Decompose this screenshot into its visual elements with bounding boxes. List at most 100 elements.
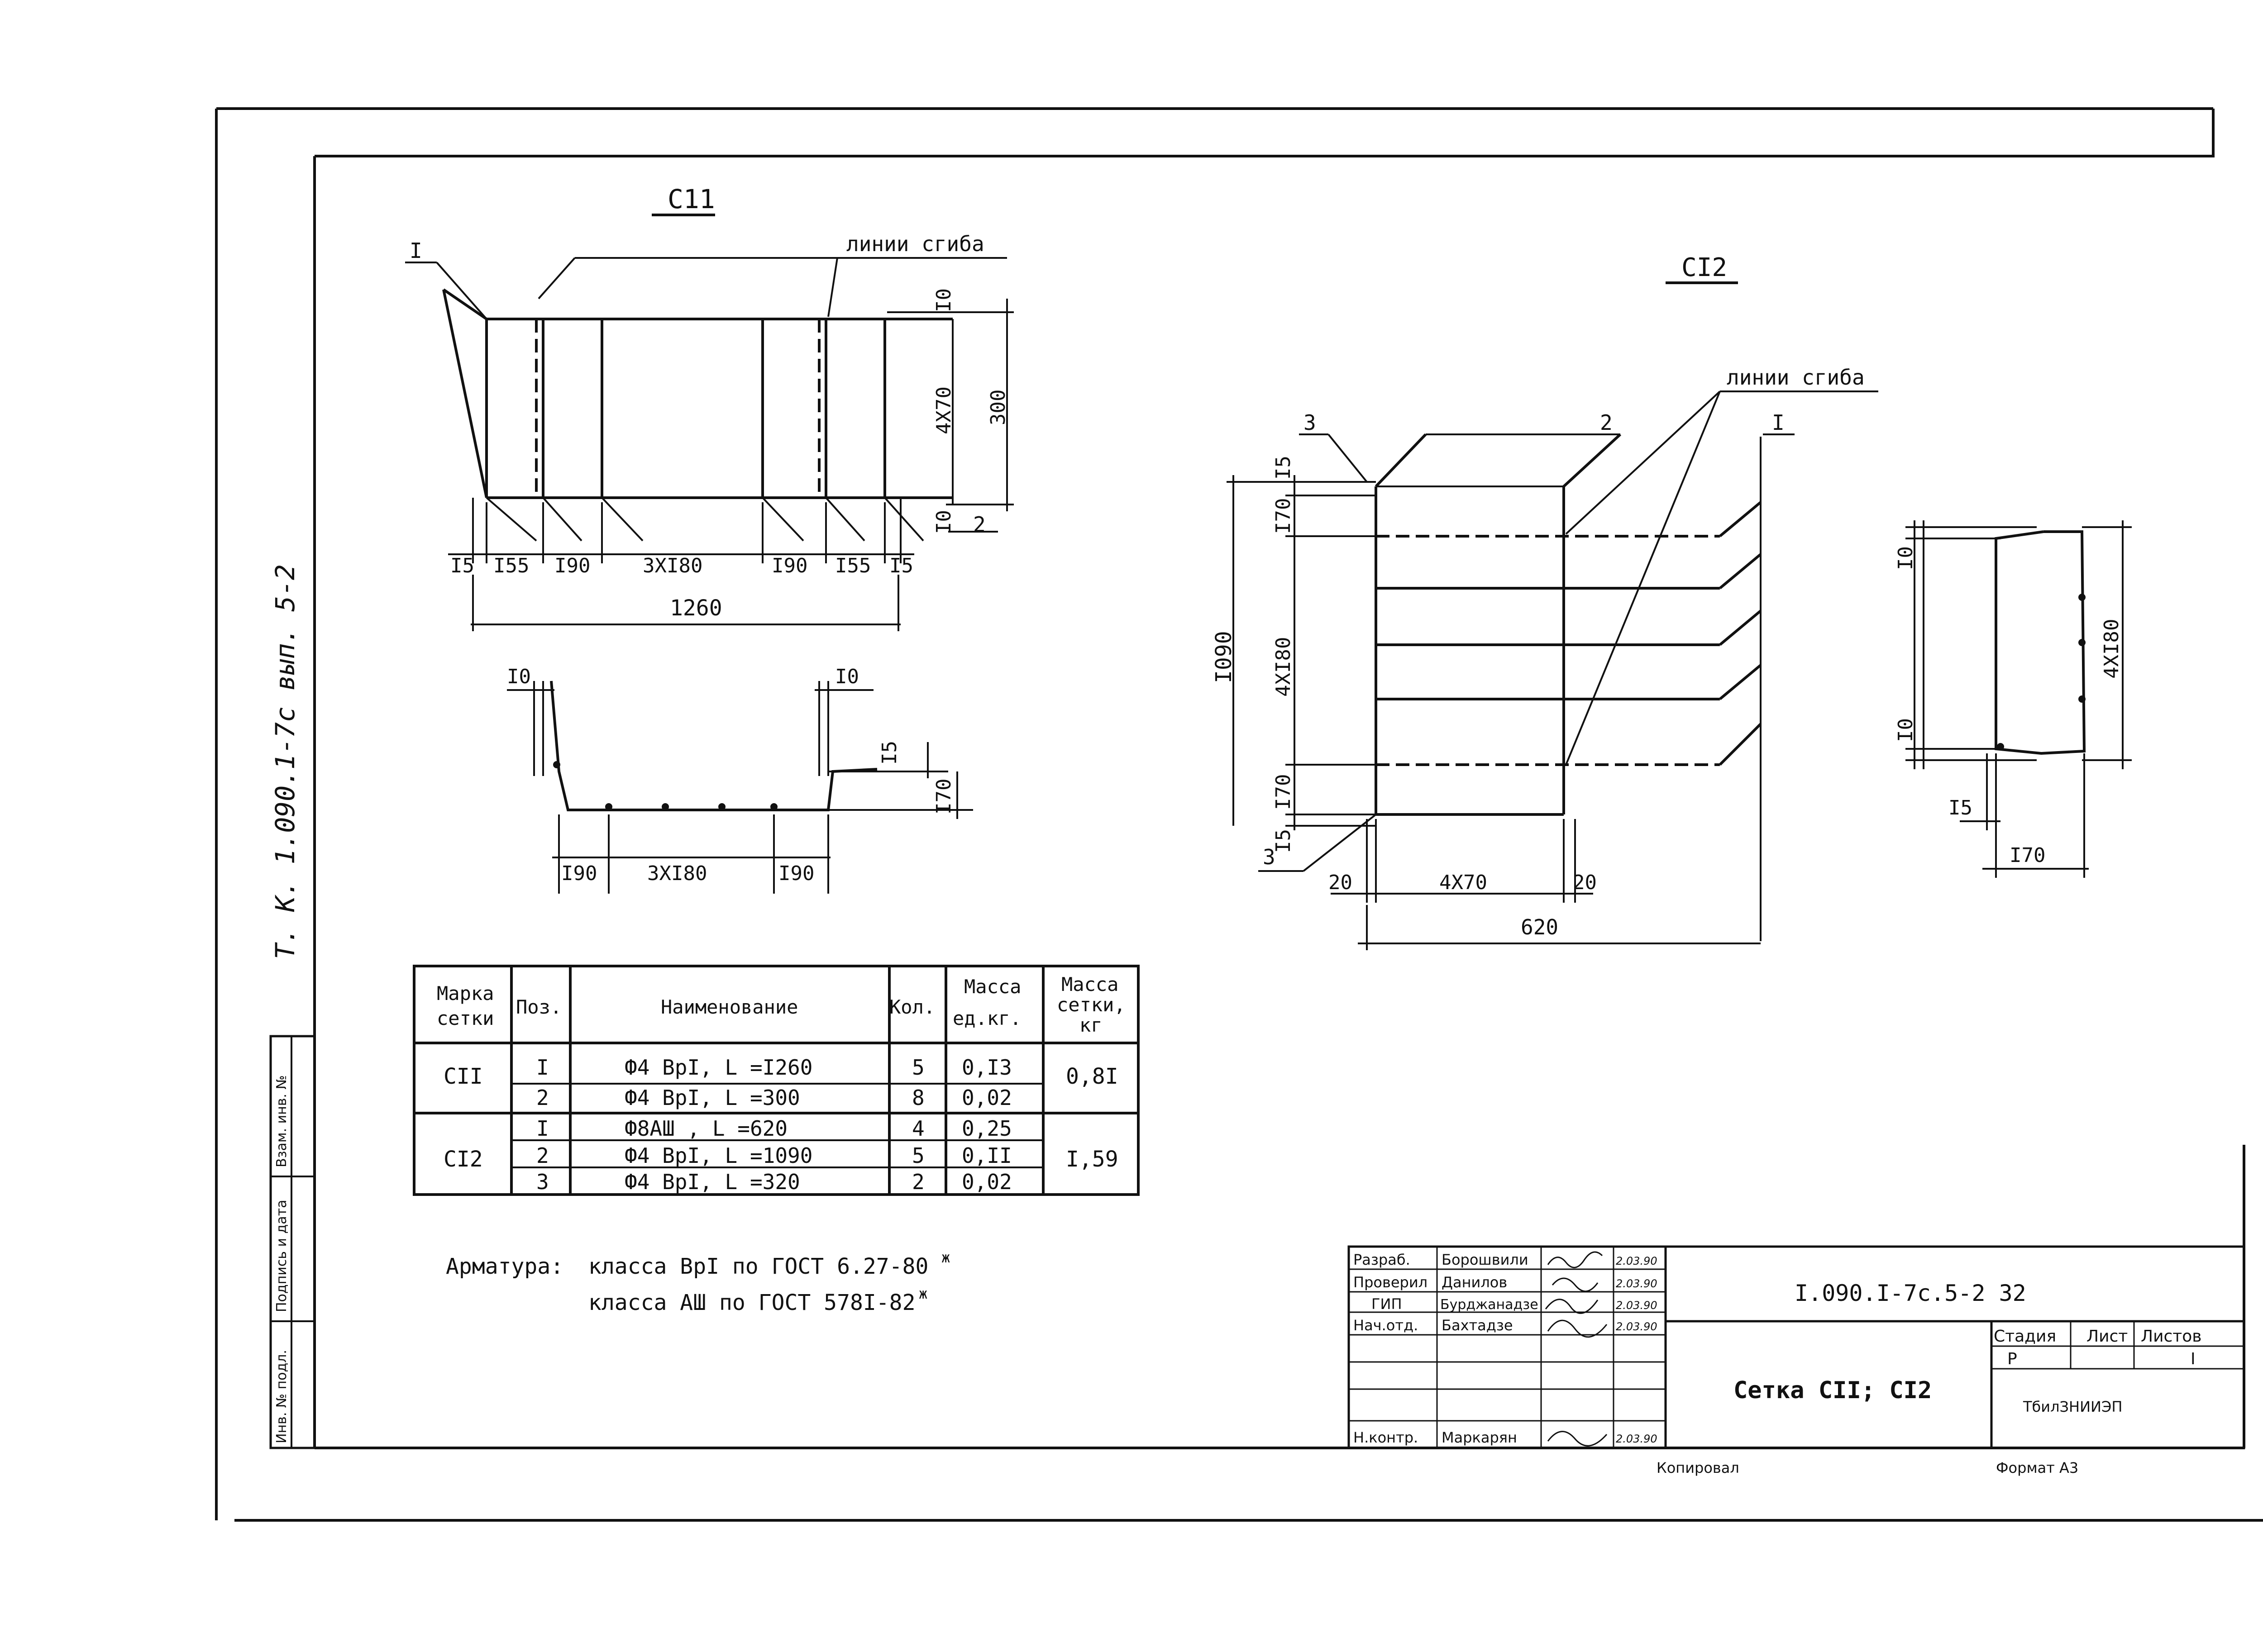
th-mesh-mass-2: сетки,: [1057, 994, 1126, 1016]
c12-d15b: I5: [1272, 829, 1295, 853]
g2-r3-name: Ф4 ВрI, L =320: [625, 1170, 800, 1194]
c12-title: СI2: [1681, 253, 1727, 282]
g1-r2-mass: 0,02: [962, 1085, 1012, 1110]
c11s-b190a: I90: [561, 862, 597, 885]
c11-b155a: I55: [493, 554, 529, 577]
signature-scribbles: [1545, 1251, 1608, 1447]
tb-role-3: Нач.отд.: [1353, 1317, 1418, 1334]
th-mark-2: сетки: [437, 1007, 494, 1029]
strip-sign: Подпись и дата: [274, 1200, 290, 1313]
g1-mesh-mass: 0,8I: [1066, 1064, 1118, 1089]
spec-table: [413, 965, 1140, 1196]
c11-title: С11: [668, 184, 715, 214]
c11-b15b: I5: [889, 554, 913, 577]
tb-date-0: 2.03.90: [1616, 1255, 1657, 1267]
title-block-text: Разраб. Проверил ГИП Нач.отд. Н.контр. Б…: [1353, 1251, 2201, 1446]
g2-r2-pos: 2: [536, 1143, 549, 1168]
tb-stage: Р: [2007, 1350, 2017, 1368]
g1-mark: СII: [444, 1064, 483, 1089]
c12-total: 620: [1521, 915, 1558, 939]
tb-date-2: 2.03.90: [1616, 1299, 1657, 1312]
view-c11-section: I0 I0 I5 I70 I90 3ХI80 I90: [507, 665, 973, 894]
th-qty: Кол.: [889, 996, 935, 1018]
tb-sheets-label: Листов: [2141, 1327, 2201, 1346]
c12-callout-3b: 3: [1263, 845, 1275, 869]
tb-name-2: Бурджанадзе: [1440, 1297, 1538, 1313]
tb-sheet-label: Лист: [2086, 1327, 2128, 1346]
th-unit-mass-1: Масса: [964, 976, 1021, 998]
c11s-d10l: I0: [507, 665, 531, 688]
view-c11: С11 линии сгиба I: [405, 184, 1014, 631]
c12-d1090: I090: [1211, 631, 1237, 683]
tb-date-1: 2.03.90: [1616, 1277, 1657, 1290]
th-name: Наименование: [661, 996, 798, 1018]
c12-callout-1: I: [1772, 410, 1785, 435]
c11s-d10r: I0: [835, 665, 859, 688]
c11-b3x180: 3ХI80: [643, 554, 702, 577]
tb-role-1: Проверил: [1353, 1274, 1428, 1291]
tb-role-6: Н.контр.: [1353, 1429, 1418, 1446]
sheet-frame: [215, 107, 2263, 1522]
c11s-d15: I5: [878, 741, 901, 765]
c11-callout-2: 2: [973, 512, 986, 537]
c11-total: 1260: [670, 595, 722, 621]
th-unit-mass-2: ед.кг.: [953, 1007, 1022, 1029]
g1-r1-mass: 0,I3: [962, 1055, 1012, 1080]
g1-r1-qty: 5: [912, 1055, 925, 1080]
c11-b190a: I90: [554, 554, 590, 577]
tb-name-0: Борошвили: [1442, 1251, 1528, 1268]
c11-b190b: I90: [772, 554, 807, 577]
g2-mesh-mass: I,59: [1066, 1147, 1118, 1172]
th-pos: Поз.: [516, 996, 562, 1018]
g2-r2-mass: 0,II: [962, 1143, 1012, 1168]
c11-callout-1: I: [410, 238, 422, 263]
tb-doc-code: I.090.I-7с.5-2 32: [1795, 1280, 2026, 1306]
c12-bend-label: линии сгиба: [1727, 365, 1865, 390]
c11-d4x70: 4Х70: [932, 386, 955, 434]
g2-r1-qty: 4: [912, 1116, 925, 1141]
g2-r1-mass: 0,25: [962, 1116, 1012, 1141]
c12-d170t: I70: [1272, 498, 1295, 534]
c11-d10a: I0: [932, 288, 955, 312]
notes-line2: класса АШ по ГОСТ 578I-82: [588, 1290, 915, 1315]
tb-org: ТбилЗНИИЭП: [2023, 1398, 2122, 1415]
g1-r2-name: Ф4 ВрI, L =300: [625, 1085, 800, 1110]
notes: Арматура: класса ВрI по ГОСТ 6.27-80 ж к…: [446, 1249, 950, 1315]
th-mark-1: Марка: [437, 982, 494, 1005]
g2-r2-qty: 5: [912, 1143, 925, 1168]
g2-mark: СI2: [444, 1147, 483, 1172]
tb-role-0: Разраб.: [1353, 1251, 1410, 1268]
view-c12: СI2 линии сгиба 3 2 I: [1211, 253, 1878, 950]
c12s-d4x180: 4ХI80: [2100, 619, 2123, 679]
c11-bend-label: линии сгиба: [846, 232, 984, 256]
c12-d170b: I70: [1272, 774, 1295, 810]
left-strip: Взам. инв. № Подпись и дата Инв. № подл.: [269, 1035, 316, 1449]
side-stamp: Т. К. 1.090.1-7с вып. 5-2: [270, 564, 301, 959]
th-mesh-mass-1: Масса: [1061, 973, 1118, 995]
c11-b155b: I55: [835, 554, 871, 577]
c12-d4x180: 4ХI80: [1272, 637, 1295, 697]
g2-r3-qty: 2: [912, 1170, 925, 1194]
c12-b20b: 20: [1573, 871, 1597, 894]
footer-format: Формат А3: [1996, 1459, 2078, 1476]
g2-r2-name: Ф4 ВрI, L =1090: [625, 1143, 812, 1168]
c11s-d170: I70: [932, 779, 955, 814]
c11s-b190b: I90: [778, 862, 814, 885]
strip-inv: Инв. № подл.: [274, 1350, 290, 1443]
tb-date-3: 2.03.90: [1616, 1320, 1657, 1333]
g1-r2-pos: 2: [536, 1085, 549, 1110]
c12s-d10b: I0: [1894, 718, 1917, 742]
tb-name-3: Бахтадзе: [1442, 1317, 1513, 1334]
g2-r3-pos: 3: [536, 1170, 549, 1194]
notes-line1-sup: ж: [941, 1249, 950, 1266]
tb-sheets: I: [2191, 1350, 2196, 1368]
strip-vzam: Взам. инв. №: [274, 1075, 290, 1167]
notes-label: Арматура:: [446, 1254, 563, 1279]
notes-line1: класса ВрI по ГОСТ 6.27-80: [588, 1254, 928, 1279]
g1-r2-qty: 8: [912, 1085, 925, 1110]
c12-callout-3a: 3: [1303, 410, 1316, 435]
c11-d300: 300: [987, 390, 1010, 425]
g1-r1-name: Ф4 ВрI, L =I260: [625, 1055, 812, 1080]
tb-name-1: Данилов: [1442, 1274, 1507, 1291]
